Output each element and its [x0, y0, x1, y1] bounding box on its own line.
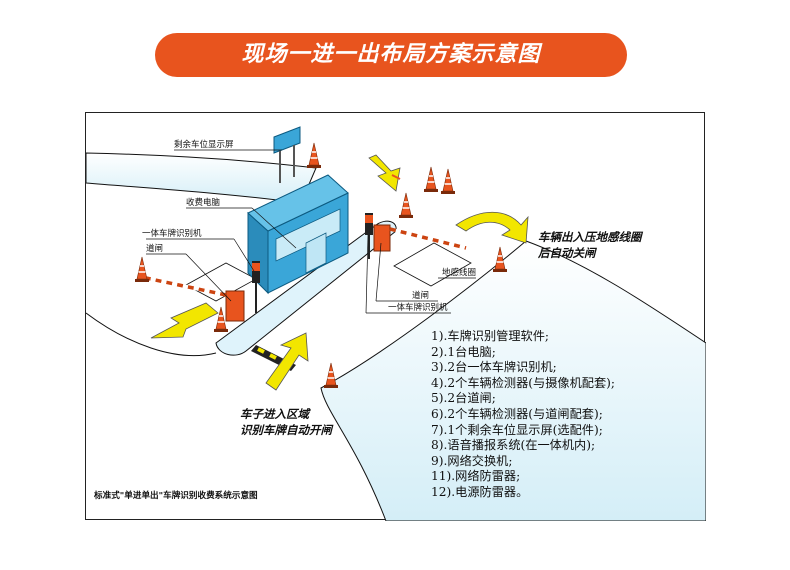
component-list-item: 1).车牌识别管理软件; [431, 329, 549, 343]
component-list: 1).车牌识别管理软件;2).1台电脑;3).2台一体车牌识别机;4).2个车辆… [431, 329, 701, 501]
gate-right-label: 道闸 [412, 290, 429, 301]
lpr-camera-left-label: 一体车牌识别机 [142, 228, 202, 239]
traffic-cone-icon [134, 256, 150, 283]
barrier-gate-icon [145, 276, 245, 322]
component-list-item: 6).2个车辆检测器(与道闸配套); [431, 406, 603, 421]
component-list-item: 5).2台道闸; [431, 391, 496, 406]
loop-coil-right [393, 242, 472, 287]
traffic-cone-icon [398, 192, 414, 219]
exit-note-line1: 车辆出入压地感线圈 [538, 230, 644, 244]
entry-arrow-icon [265, 332, 309, 391]
top-arrow-icon [368, 154, 401, 192]
diagram-canvas: 剩余车位显示屏 收费电脑 一体车牌识别机 道闸 地感线圈 道闸 一体车牌识别机 … [86, 126, 706, 521]
display-screen-label: 剩余车位显示屏 [174, 139, 234, 150]
barrier-gate-icon [373, 224, 467, 252]
toll-pc-label: 收费电脑 [186, 197, 221, 208]
traffic-cone-icon [423, 166, 439, 193]
page-title: 现场一进一出布局方案示意图 [155, 33, 627, 77]
component-list-item: 2).1台电脑; [431, 344, 496, 359]
lpr-camera-right-label: 一体车牌识别机 [388, 302, 448, 313]
lower-road [320, 240, 706, 521]
gate-left-label: 道闸 [146, 243, 163, 254]
component-list-item: 8).语音播报系统(在一体机内); [431, 438, 596, 453]
traffic-cone-icon [323, 362, 339, 389]
exit-note-line2: 后自动关闸 [537, 246, 598, 260]
exit-arrow-icon [150, 302, 219, 339]
diagram-caption: 标准式"单进单出"车牌识别收费系统示意图 [94, 491, 258, 501]
entry-note-line1: 车子进入区域 [240, 407, 311, 421]
component-list-item: 12).电源防雷器。 [431, 484, 529, 499]
right-arrow-icon [455, 212, 529, 244]
camera-icon [252, 261, 260, 313]
upper-road [86, 152, 317, 204]
entry-note-line2: 识别车牌自动开闸 [240, 423, 334, 437]
component-list-item: 3).2台一体车牌识别机; [431, 360, 557, 375]
component-list-item: 11).网络防雷器; [431, 469, 521, 484]
traffic-cone-icon [306, 142, 322, 169]
display-board-icon [273, 126, 301, 183]
component-list-item: 4).2个车辆检测器(与摄像机配套); [431, 375, 616, 390]
camera-icon [365, 213, 373, 259]
loop-coil-label: 地感线圈 [442, 267, 476, 278]
component-list-item: 7).1个剩余车位显示屏(选配件); [431, 422, 603, 437]
traffic-cone-icon [440, 168, 456, 195]
component-list-item: 9).网络交换机; [431, 453, 513, 468]
layout-diagram: 剩余车位显示屏 收费电脑 一体车牌识别机 道闸 地感线圈 道闸 一体车牌识别机 … [85, 112, 706, 521]
